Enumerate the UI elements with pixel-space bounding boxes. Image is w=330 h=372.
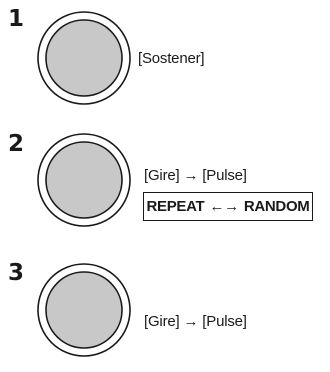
step-3-number: 3 [8, 260, 25, 286]
arrow-left-right-icon: ←→ [209, 198, 239, 215]
press-label: [Pulse] [202, 313, 247, 330]
random-label: RANDOM [243, 198, 310, 215]
arrow-right-icon: → [183, 313, 199, 330]
control-knob-icon[interactable] [36, 10, 132, 106]
turn-label: [Gire] [144, 313, 180, 330]
control-knob-icon[interactable] [36, 132, 132, 228]
repeat-label: REPEAT [146, 198, 205, 215]
repeat-random-mode-box: REPEAT←→RANDOM [143, 192, 313, 221]
step-1-instruction: [Sostener] [138, 50, 205, 67]
step-3-instruction: [Gire]→[Pulse] [144, 314, 247, 329]
step-2-instruction: [Gire]→[Pulse] [144, 168, 247, 183]
step-2-number: 2 [8, 131, 25, 157]
turn-label: [Gire] [144, 167, 180, 184]
arrow-right-icon: → [183, 167, 199, 184]
press-label: [Pulse] [202, 167, 247, 184]
control-knob-icon[interactable] [36, 262, 132, 358]
step-1-number: 1 [8, 6, 25, 32]
